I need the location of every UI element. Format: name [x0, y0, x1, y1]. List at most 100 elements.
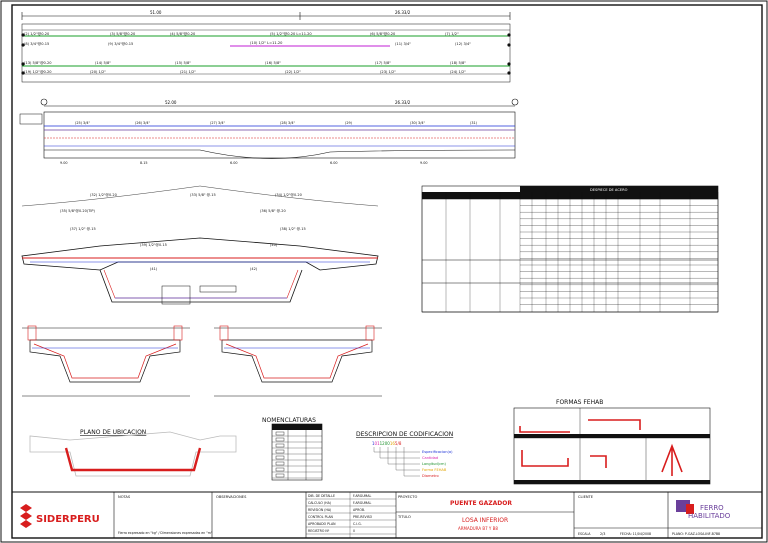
- svg-text:(37) 1/2" @.15: (37) 1/2" @.15: [70, 227, 96, 231]
- signature-role: REGISTRO Nº: [308, 529, 330, 533]
- svg-text:(15) 5/8": (15) 5/8": [175, 61, 191, 65]
- svg-text:(39) 1/2"@0.15: (39) 1/2"@0.15: [140, 243, 167, 247]
- nomenclature-symbol: [275, 473, 285, 478]
- svg-text:(4) 5/8"@0.20: (4) 5/8"@0.20: [170, 32, 196, 36]
- codification-title: DESCRIPCION DE CODIFICACION: [356, 431, 453, 438]
- svg-text:(3) 5/8"@0.20: (3) 5/8"@0.20: [110, 32, 136, 36]
- elevation-dimension: 52.00: [165, 100, 177, 105]
- client-field-label: CLIENTE: [578, 495, 594, 499]
- svg-text:(13) 5/8"@0.20: (13) 5/8"@0.20: [24, 61, 52, 65]
- nomenclature-block: NOMENCLATURAS: [262, 417, 323, 481]
- svg-text:6.00: 6.00: [330, 161, 338, 165]
- project-field-label: PROYECTO: [398, 495, 417, 499]
- section-left: [22, 325, 190, 397]
- top-plan-dimension-right: 26.33/2: [395, 10, 411, 15]
- signature-name: PRE-REVISO: [353, 515, 373, 519]
- svg-text:(7) 1/2": (7) 1/2": [445, 32, 459, 36]
- signature-role: APROBADO PLAN: [308, 522, 336, 526]
- svg-text:9.00: 9.00: [60, 161, 68, 165]
- client-logo-line2: HABILITADO: [688, 512, 731, 520]
- svg-text:8.15: 8.15: [140, 161, 148, 165]
- sheet-number: 2/3: [600, 532, 605, 536]
- signature-role: DIB. DE DETALLE: [308, 494, 335, 498]
- svg-text:(24) 1/2": (24) 1/2": [450, 70, 466, 74]
- shapes-title: FORMAS FEHAB: [556, 399, 603, 406]
- ferro-habilitado-logo-icon: [676, 500, 694, 514]
- svg-text:(31): (31): [470, 121, 478, 125]
- svg-text:(23) 1/2": (23) 1/2": [380, 70, 396, 74]
- schedule-rows: [421, 192, 719, 313]
- title-field-label: TITULO: [397, 515, 411, 519]
- svg-text:(22) 1/2": (22) 1/2": [285, 70, 301, 74]
- svg-text:(28) 3/4": (28) 3/4": [280, 121, 295, 125]
- schedule-header: DESPIECE DE ACERO: [590, 188, 628, 192]
- svg-text:(8) 3/4"@0.15: (8) 3/4"@0.15: [24, 42, 49, 46]
- top-plan-view: 51.00 26.33/2 (2) 1/2"@0.20(3) 5/8"@0.20…: [21, 10, 511, 83]
- elevation-dimension-right: 26.33/2: [395, 100, 411, 105]
- svg-text:(27) 3/4": (27) 3/4": [210, 121, 225, 125]
- nomenclature-symbol: [275, 461, 285, 466]
- signature-name: F.ARGUMAL: [353, 494, 371, 498]
- signature-name: C.I.G.: [353, 522, 362, 526]
- svg-text:(11) 3/4": (11) 3/4": [395, 42, 411, 46]
- fehab-shapes: FORMAS FEHAB: [513, 399, 711, 485]
- codification-legend-item: Longitud(cm): [422, 462, 447, 466]
- units-note: Fierro expresado en "kg" / Dimensiones e…: [118, 531, 213, 535]
- svg-text:(9) 3/4"@0.15: (9) 3/4"@0.15: [108, 42, 133, 46]
- nomenclature-title: NOMENCLATURAS: [262, 417, 316, 424]
- svg-text:(10) 1/2" L=11.20: (10) 1/2" L=11.20: [250, 41, 283, 45]
- signature-name: F.ARGUMAL: [353, 501, 371, 505]
- nomenclature-symbol: [275, 437, 285, 442]
- svg-text:6.00: 6.00: [230, 161, 238, 165]
- date-label: FECHA: 11/04/2008: [620, 532, 651, 536]
- svg-text:(30) 3/4": (30) 3/4": [410, 121, 425, 125]
- notes-header: NOTAS: [118, 495, 131, 499]
- observations-header: OBSERVACIONES: [216, 495, 247, 499]
- svg-text:(5) 1/2"@0.20 L=11.20: (5) 1/2"@0.20 L=11.20: [270, 32, 312, 36]
- section-right: [214, 325, 382, 397]
- svg-text:(14) 5/8": (14) 5/8": [95, 61, 111, 65]
- svg-text:(41): (41): [150, 267, 158, 271]
- svg-text:(20) 1/2": (20) 1/2": [90, 70, 106, 74]
- signature-role: CONTROL PLAN: [308, 515, 334, 519]
- svg-text:(35) 5/8"@0.20(TIP): (35) 5/8"@0.20(TIP): [60, 209, 95, 213]
- svg-text:(18) 5/8": (18) 5/8": [450, 61, 466, 65]
- plan-label: PLANO: P-GAZ-LOSA-INF-B7B8: [672, 532, 720, 536]
- nomenclature-symbol: [275, 467, 285, 472]
- drawing-subtitle: ARMADURA B7 Y B8: [458, 526, 498, 531]
- svg-text:(25) 3/4": (25) 3/4": [75, 121, 90, 125]
- project-name: PUENTE GAZADOR: [450, 500, 512, 507]
- codification-legend: Especificacion(a)CantidadLongitud(cm)For…: [422, 450, 453, 478]
- location-plan: PLANO DE UBICACION: [29, 429, 237, 477]
- codification-legend-item: Forma FEHAB: [422, 468, 447, 472]
- nomenclature-symbol: [275, 455, 285, 460]
- svg-text:(32) 1/2"@0.20: (32) 1/2"@0.20: [90, 193, 117, 197]
- svg-text:(38) 1/2" @.15: (38) 1/2" @.15: [280, 227, 306, 231]
- nomenclature-symbol: [275, 449, 285, 454]
- signature-rows: DIB. DE DETALLE F.ARGUMAL CALCULO (HA) F.AR…: [308, 494, 373, 533]
- location-plan-title: PLANO DE UBICACION: [80, 429, 146, 436]
- codification-legend-item: Especificacion(a): [422, 450, 453, 454]
- codification-legend-item: Diametro: [422, 474, 439, 478]
- main-cross-section: (32) 1/2"@0.20(33) 5/8" @.15(34) 1/2"@0.…: [21, 185, 379, 305]
- signature-name: APROB.: [353, 508, 365, 512]
- svg-text:(16) 5/8": (16) 5/8": [265, 61, 281, 65]
- svg-text:9.00: 9.00: [420, 161, 428, 165]
- top-plan-dimension: 51.00: [150, 10, 162, 15]
- svg-text:(36) 5/8" @.20: (36) 5/8" @.20: [260, 209, 286, 213]
- nomenclature-rows: [272, 431, 322, 479]
- svg-text:(21) 1/2": (21) 1/2": [180, 70, 196, 74]
- nomenclature-symbol: [275, 431, 285, 436]
- client-logo-line1: FERRO: [700, 504, 724, 512]
- svg-text:(33) 5/8" @.15: (33) 5/8" @.15: [190, 193, 216, 197]
- signature-role: CALCULO (HA): [308, 501, 331, 505]
- siderperu-logo-icon: [20, 504, 32, 528]
- svg-text:(12) 3/4": (12) 3/4": [455, 42, 471, 46]
- nomenclature-symbol: [275, 443, 285, 448]
- title-block: SIDERPERU NOTAS Fierro expresado en "kg"…: [11, 491, 763, 539]
- scale-label: ESCALA: [578, 532, 591, 536]
- svg-text:(29): (29): [345, 121, 353, 125]
- signature-name: 0: [353, 529, 355, 533]
- codification-block: DESCRIPCION DE CODIFICACION 1011200165/8: [356, 431, 453, 477]
- svg-text:(40): (40): [270, 243, 278, 247]
